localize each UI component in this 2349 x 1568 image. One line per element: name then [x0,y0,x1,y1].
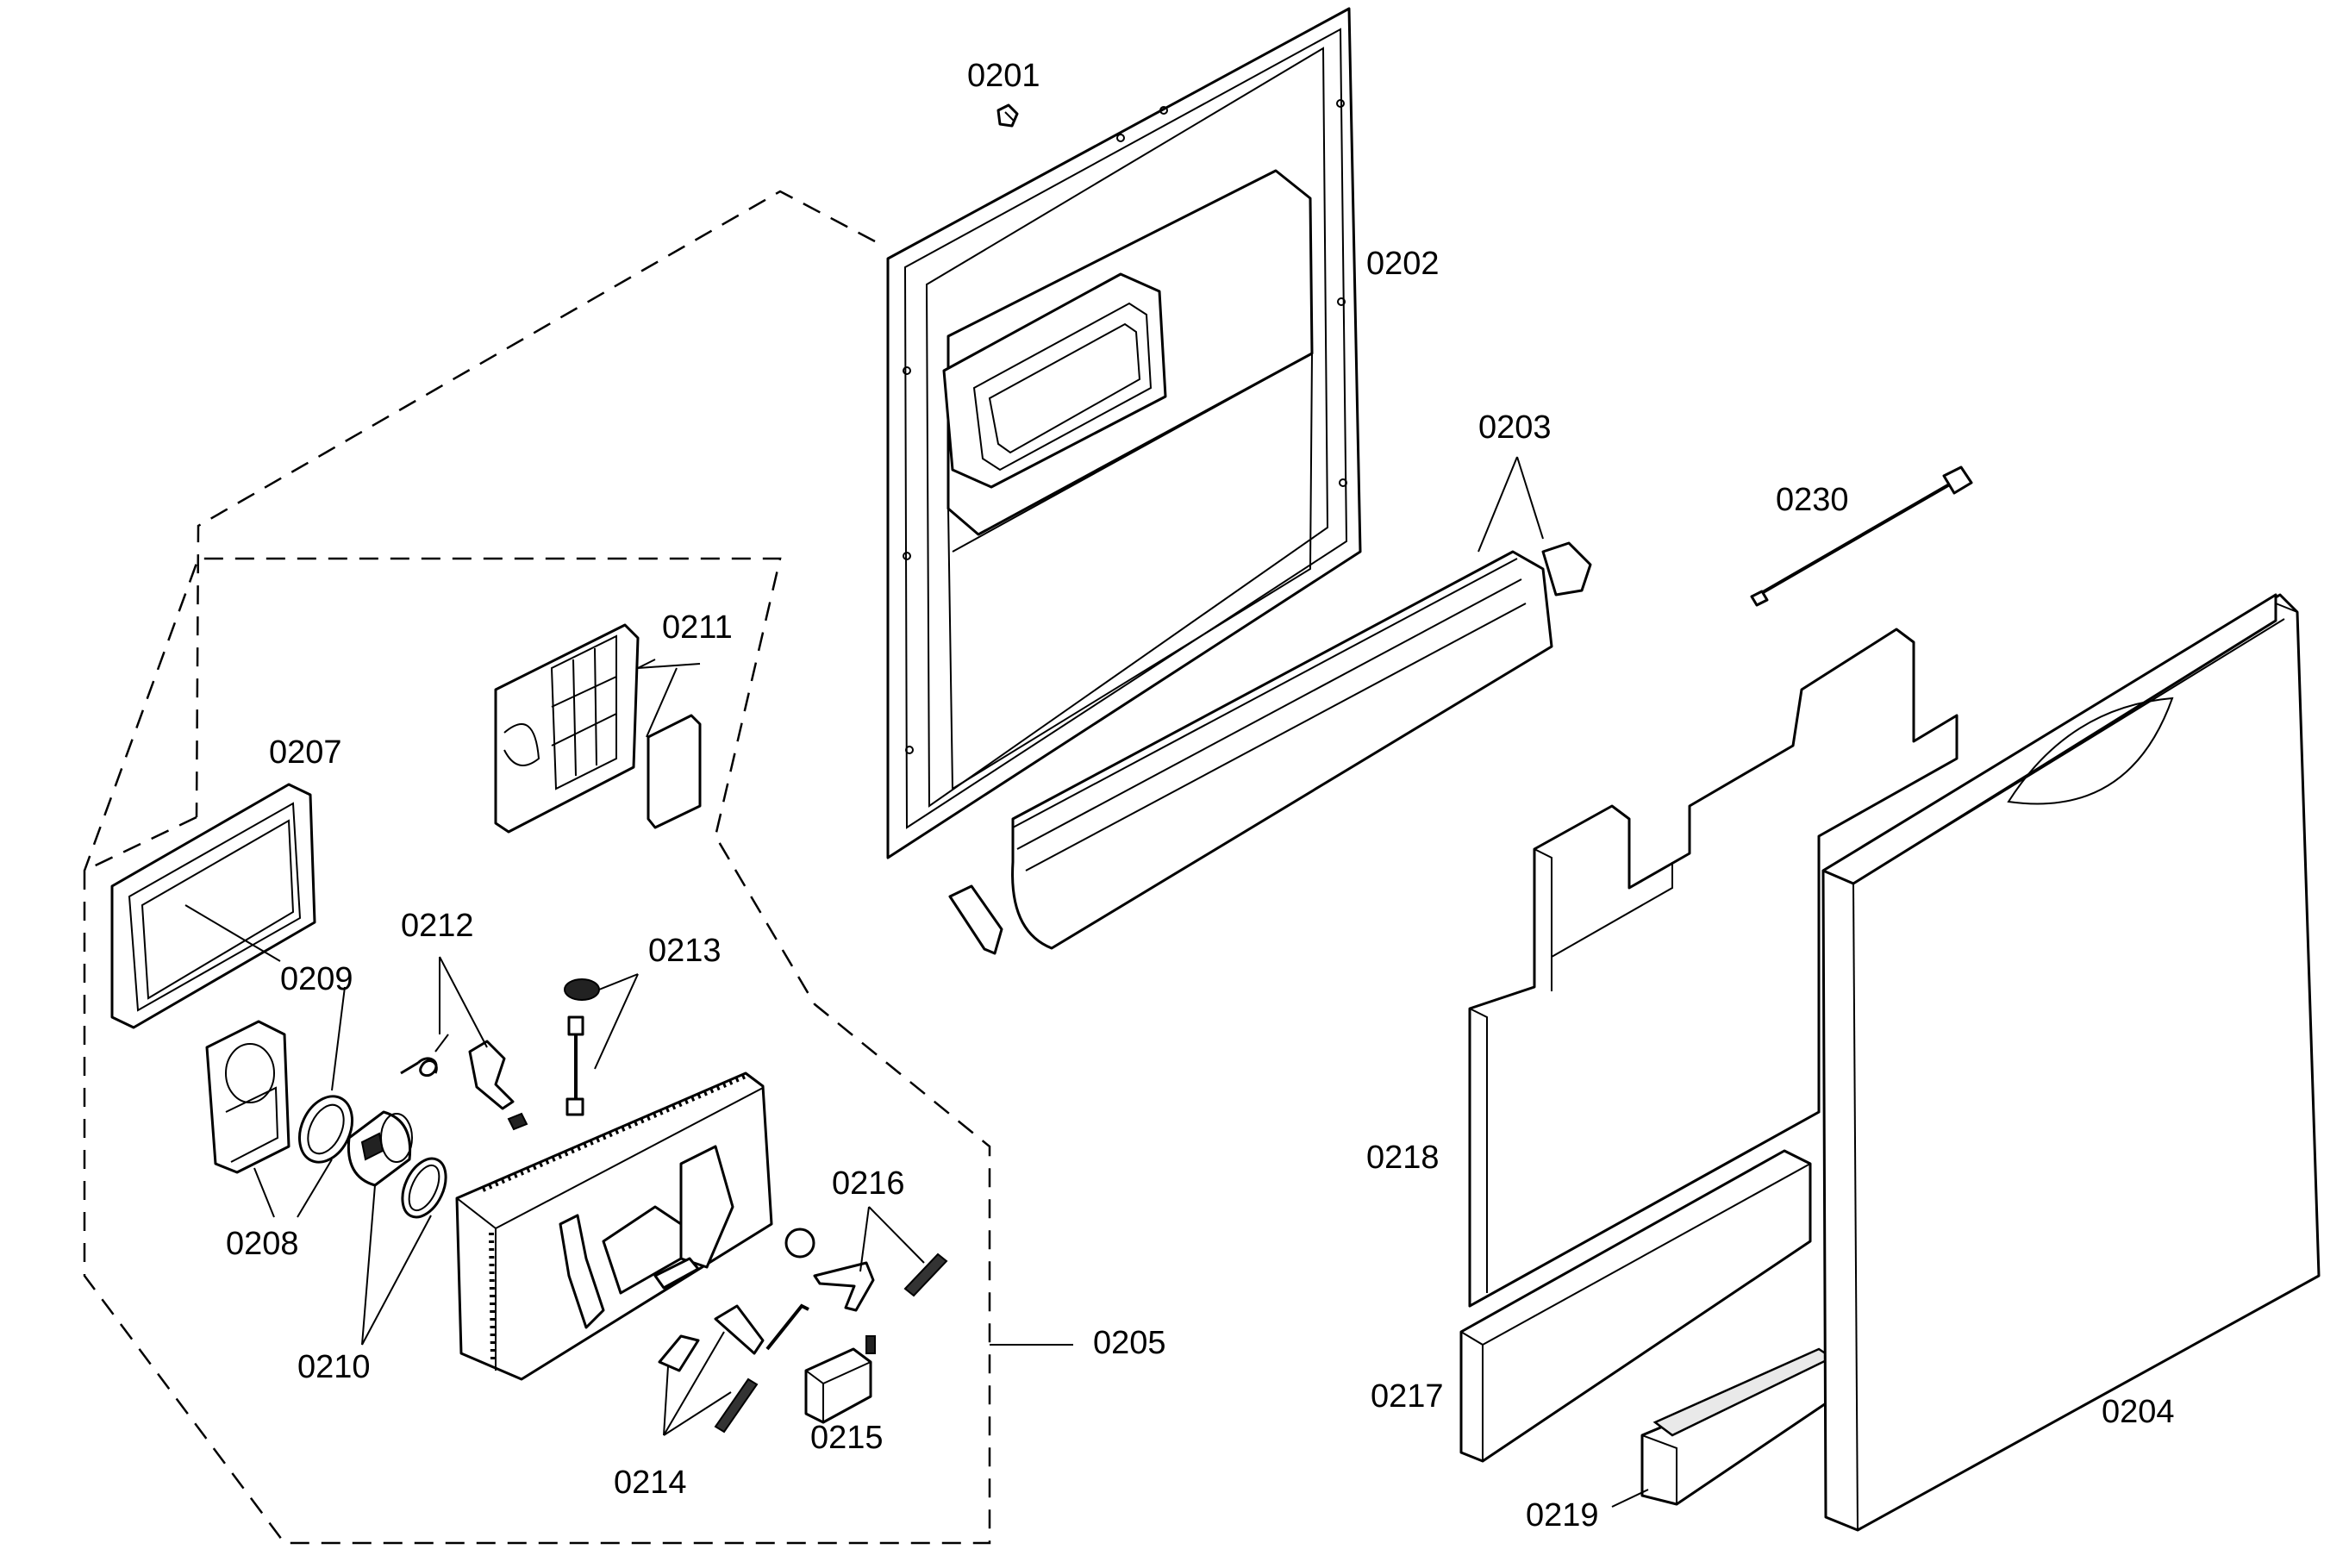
part-0218-insulation [1468,628,1959,1308]
part-0211-dispenser-cover [494,623,702,834]
label-0209: 0209 [280,961,353,997]
leader-lines [184,456,1649,1508]
part-0203-bottom-trim [948,541,1592,955]
label-0203: 0203 [1478,409,1552,446]
label-0216: 0216 [832,1165,905,1202]
part-0230-cable [1750,465,1973,607]
part-0213-float [564,978,600,1116]
label-0204: 0204 [2102,1394,2175,1430]
label-0208: 0208 [226,1226,299,1262]
label-0213: 0213 [648,933,722,969]
part-0217-strip [1459,1149,1812,1463]
label-0217: 0217 [1371,1378,1444,1415]
label-0214: 0214 [614,1465,687,1501]
part-0201-screw [996,103,1019,128]
part-0204-outer-panel [1821,593,2321,1532]
part-0216-lever-spring [784,1228,948,1312]
label-0215: 0215 [810,1420,884,1456]
part-0207-frame [110,783,316,1029]
label-0201: 0201 [967,58,1040,94]
part-0210-cap [347,1110,447,1219]
label-0207: 0207 [269,734,342,771]
part-0219-handle [1640,1347,1838,1506]
label-0219: 0219 [1526,1497,1599,1534]
label-0205: 0205 [1093,1325,1166,1361]
label-0212: 0212 [401,908,474,944]
part-0214-lever-spring [658,1303,809,1434]
part-0212-spring-lever [400,1034,528,1131]
label-0202: 0202 [1366,246,1440,282]
part-0208-housing [205,1020,291,1174]
dashed-outline-outer [83,190,991,1545]
part-dispenser-body [455,1071,773,1381]
part-labels: 0201 0202 0203 0230 0211 0207 0212 0213 … [226,58,2175,1534]
label-0230: 0230 [1776,482,1849,518]
part-0209-gasket [298,1095,353,1164]
label-0211: 0211 [662,609,733,646]
part-0202-inner-door [886,7,1362,859]
label-0210: 0210 [297,1349,371,1385]
part-0215-switch [804,1335,876,1424]
label-0218: 0218 [1366,1140,1440,1176]
